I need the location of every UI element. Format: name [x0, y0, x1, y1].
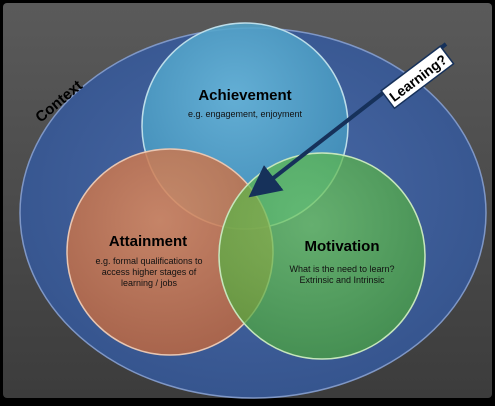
attainment-desc-line-3: learning / jobs: [121, 278, 178, 288]
attainment-title: Attainment: [109, 233, 187, 250]
attainment-desc-line-1: e.g. formal qualifications to: [95, 256, 202, 266]
achievement-desc-line-1: e.g. engagement, enjoyment: [188, 109, 303, 119]
motivation-title: Motivation: [305, 238, 380, 255]
motivation-desc-line-2: Extrinsic and Intrinsic: [299, 275, 385, 285]
achievement-title: Achievement: [198, 87, 291, 104]
attainment-desc-line-2: access higher stages of: [102, 267, 197, 277]
motivation-desc-line-1: What is the need to learn?: [289, 264, 394, 274]
motivation-circle: [218, 152, 426, 360]
learning-label-background: [380, 45, 455, 110]
